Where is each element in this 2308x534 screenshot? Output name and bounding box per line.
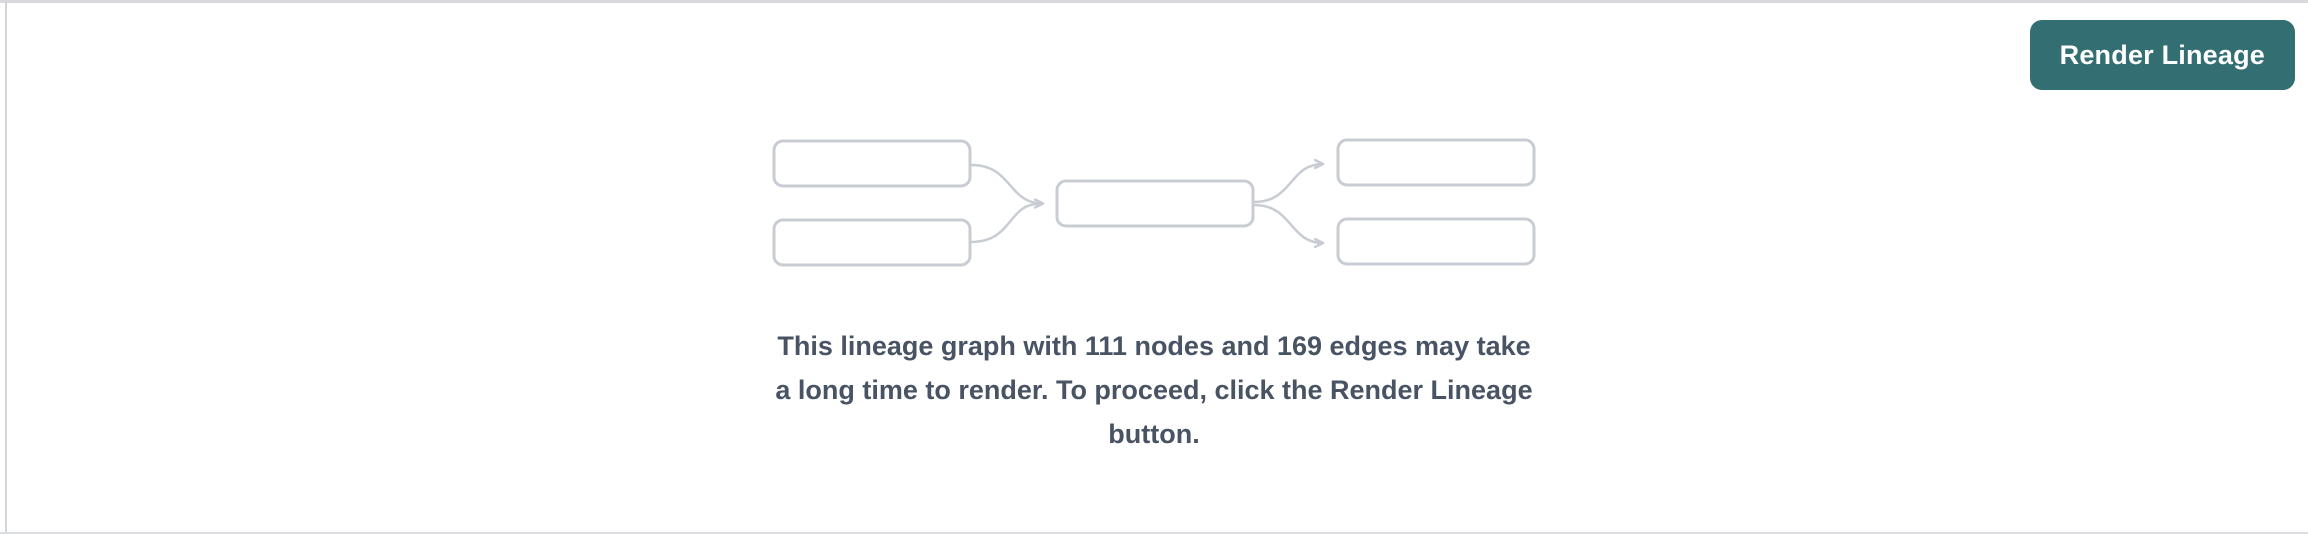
lineage-warning-message: This lineage graph with 111 nodes and 16… [0, 324, 2308, 456]
graph-edge-arrow [969, 202, 1041, 244]
graph-node-box [772, 218, 972, 267]
message-line: a long time to render. To proceed, click… [775, 375, 1533, 405]
lineage-empty-state: This lineage graph with 111 nodes and 16… [0, 138, 2308, 456]
graph-node-box [1336, 217, 1536, 266]
panel-bottom-border [0, 532, 2308, 534]
graph-edge-arrow [1252, 203, 1325, 243]
lineage-graph-illustration [772, 138, 1536, 267]
message-line: This lineage graph with 111 nodes and 16… [777, 331, 1531, 361]
panel-top-border [0, 0, 2308, 3]
graph-edge-arrow [1252, 164, 1325, 204]
render-lineage-button[interactable]: Render Lineage [2029, 20, 2295, 90]
graph-node-box [1336, 138, 1536, 187]
graph-edge-arrow [969, 163, 1045, 204]
panel-left-divider [5, 0, 7, 534]
graph-node-box [772, 139, 972, 188]
graph-node-box [1055, 179, 1255, 228]
message-line: button. [1108, 419, 1200, 449]
